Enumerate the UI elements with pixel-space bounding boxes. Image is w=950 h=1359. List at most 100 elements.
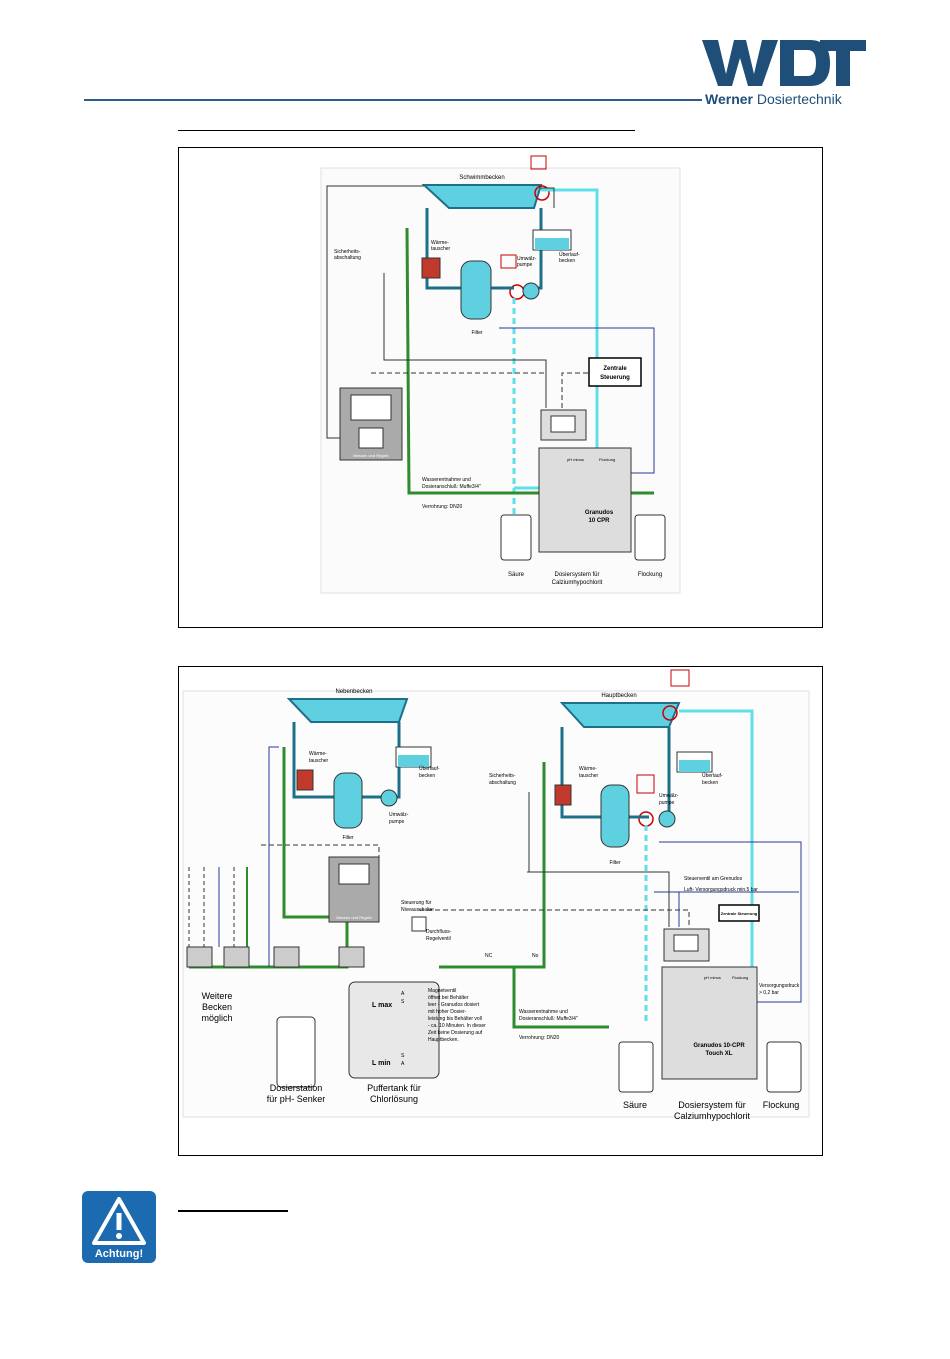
dosing-label-2: Calziumhypochlorit [552, 580, 603, 586]
station-label-1: Dosierstation [270, 1083, 323, 1093]
lmin-label: L min [372, 1060, 391, 1067]
diagram-2-svg: Nebenbecken Hauptbecken Überlauf- becken… [182, 669, 810, 1121]
granudos-label-1: Granudos [585, 510, 614, 516]
station-label-2: für pH- Senker [267, 1094, 326, 1104]
heat-label-2: tauscher [431, 246, 451, 252]
heat2-label-2b: tauscher [579, 773, 599, 779]
floc-small-label: Flockung [599, 457, 615, 462]
warning-label: Achtung! [95, 1248, 143, 1260]
magnet-label-3: leer - Granudos dosiert [428, 1002, 480, 1008]
heat-label-1: Wärme- [431, 240, 449, 246]
measure2-label: Messen und Regeln [336, 915, 372, 920]
magnet-label-6: - ca. 10 Minuten. In dieser [428, 1023, 486, 1029]
supply-label-1: Versorgungsdruck [759, 983, 800, 989]
lmax-label: L max [372, 1002, 392, 1009]
dosing2-label-1: Dosiersystem für [678, 1100, 746, 1110]
overflow-label-1: Überlauf- [559, 251, 580, 258]
filter2-label-2: Filter [609, 860, 620, 866]
pump2-label-1a: Umwälz- [389, 812, 409, 818]
acid-label: Säure [508, 572, 525, 578]
central-label-1: Zentrale [603, 366, 627, 372]
measure-label: Messen und Regeln [353, 453, 389, 458]
side-pool-basin [286, 698, 409, 723]
marker-1 [530, 155, 547, 170]
heat2-label-1b: tauscher [309, 758, 329, 764]
marker-circle-1 [534, 185, 550, 201]
safety-label-2: abschaltung [334, 255, 361, 261]
pump-label-2: pumpe [517, 262, 533, 268]
buffer-label-1: Puffertank für [367, 1083, 421, 1093]
heat2-label-1a: Wärme- [309, 751, 327, 757]
side-pool-label: Nebenbecken [335, 689, 372, 695]
section-heading-rule [178, 130, 635, 131]
safety2-label-2: abschaltung [489, 780, 516, 786]
water2-label-2: Dosieranschluß: Muffe3/4" [519, 1016, 578, 1022]
diagram-1-svg: Schwimmbecken Überlauf- becken Filter Um… [320, 155, 681, 594]
granudos2-label-2: Touch XL [706, 1051, 733, 1057]
as-a-bottom: A [401, 1061, 405, 1067]
magnet-label-2: öffnet bei Behälter [428, 995, 469, 1001]
level-label-2: Niveauschalter [401, 907, 434, 913]
pool-basin [421, 184, 543, 209]
filter-label: Filter [471, 330, 482, 336]
floc2-small-label: Flockung [732, 975, 748, 980]
heat2-label-2a: Wärme- [579, 766, 597, 772]
warning-icon: Achtung! [82, 1191, 156, 1263]
filter2-label-1: Filter [342, 835, 353, 841]
overflow2-label-2a: Überlauf- [702, 772, 723, 779]
marker-4 [636, 774, 655, 794]
pump-symbol [522, 282, 540, 300]
more-label-1: Weitere [202, 991, 233, 1001]
filter-tank [460, 260, 492, 320]
header-rule [84, 99, 702, 101]
ph-label: pH minus [567, 457, 584, 462]
ph2-label: pH minus [704, 975, 721, 980]
central2-label: Zentrale Steuerung [721, 911, 758, 916]
pump-label-1: Umwälz- [517, 256, 537, 262]
wdt-logo [702, 40, 866, 86]
granudos-unit [538, 447, 632, 553]
safety2-label-1: Sicherheits- [489, 773, 516, 779]
pump2-label-1b: pumpe [389, 819, 405, 825]
safety-label-1: Sicherheits- [334, 249, 361, 255]
no-label: No [532, 953, 539, 959]
central-control-box [588, 357, 642, 387]
central-label-2: Steuerung [600, 375, 630, 381]
overflow2-label-1b: becken [419, 773, 435, 779]
air-label: Luft- Versorgungsdruck min.5 bar [684, 887, 758, 893]
valve-note-label: Steuerventil am Grenudos [684, 876, 743, 882]
magnet-label-4: mit hoher Dosier- [428, 1009, 467, 1015]
magnet-label-1: Magnetventil [428, 988, 456, 994]
marker-circle-3 [662, 705, 678, 721]
main-pool-basin [559, 702, 681, 728]
water-label-2: Dosieranschluß: Muffe3/4" [422, 484, 481, 490]
warning-heading-rule [178, 1210, 288, 1212]
more-label-2: Becken [202, 1002, 232, 1012]
nc-label: NC [485, 953, 493, 959]
granudos2-label-1: Granudos 10-CPR [693, 1043, 745, 1049]
pump2-label-2b: pumpe [659, 800, 675, 806]
buffer-tank [348, 981, 440, 1079]
flow-label-1: Durchfluss- [426, 929, 452, 935]
flocculation-label: Flockung [638, 572, 662, 578]
main-pool-label: Hauptbecken [601, 693, 636, 699]
water-label-1: Wasserentnahme und [422, 477, 471, 483]
overflow2-label-2b: becken [702, 780, 718, 786]
magnet-label-8: Hauptbecken. [428, 1037, 459, 1043]
company-name: Werner Dosiertechnik [705, 91, 842, 107]
as-s-top: S [401, 999, 405, 1005]
flow-label-2: Regelventil [426, 936, 451, 942]
dosing2-label-2: Calziumhypochlorit [674, 1111, 751, 1121]
marker-2 [500, 254, 517, 269]
marker-3 [670, 669, 690, 687]
magnet-label-7: Zeit keine Dosierung auf [428, 1030, 483, 1036]
as-a-top: A [401, 991, 405, 997]
water2-label-1: Wasserentnahme und [519, 1009, 568, 1015]
pipe-label: Verrohrung: DN20 [422, 504, 463, 510]
buffer-label-2: Chlorlösung [370, 1094, 418, 1104]
heat-exchanger [421, 257, 441, 279]
level-label-1: Steuerung für [401, 900, 432, 906]
overflow2-label-1a: Überlauf- [419, 765, 440, 772]
as-s-bottom: S [401, 1053, 405, 1059]
pipe2-label: Verrohrung: DN20 [519, 1035, 560, 1041]
